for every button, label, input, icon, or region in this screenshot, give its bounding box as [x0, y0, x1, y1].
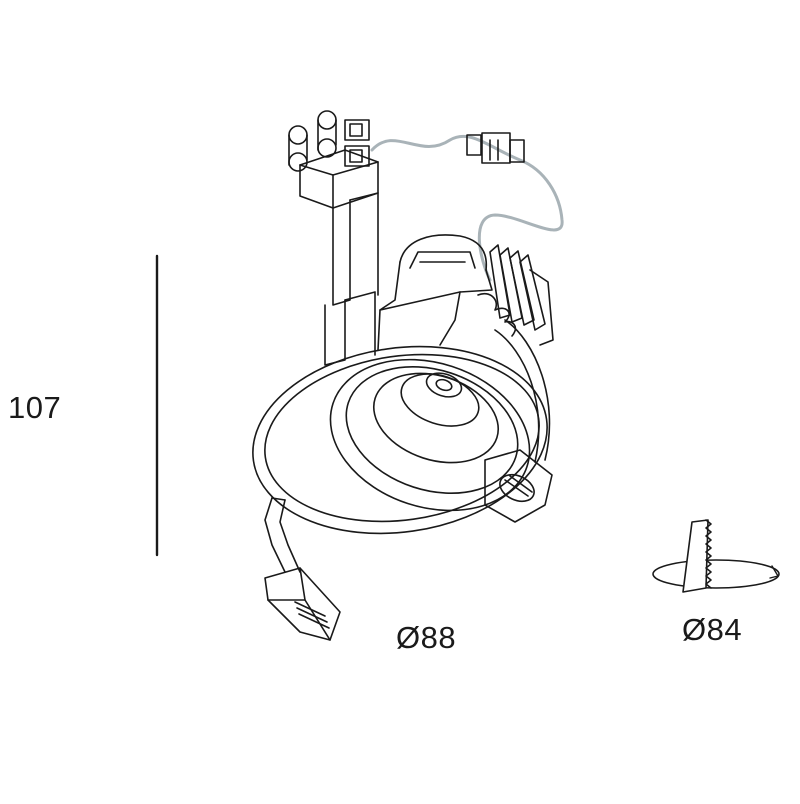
spring-clip: [484, 319, 553, 523]
terminal-block: [288, 110, 379, 209]
trim-ring: [252, 345, 548, 535]
ceiling-cutout-symbol: [652, 519, 780, 593]
cutout-diameter-label: Ø84: [682, 612, 743, 647]
driver-plug: [264, 567, 341, 641]
outer-diameter-label: Ø88: [396, 620, 457, 655]
supply-wire: [370, 134, 564, 282]
height-label: 107: [8, 390, 62, 425]
reflector: [329, 358, 531, 512]
flat-cable: [264, 497, 301, 573]
heatsink-housing: [377, 234, 554, 351]
wire-connector: [466, 132, 525, 164]
mounting-bracket: [324, 192, 379, 366]
